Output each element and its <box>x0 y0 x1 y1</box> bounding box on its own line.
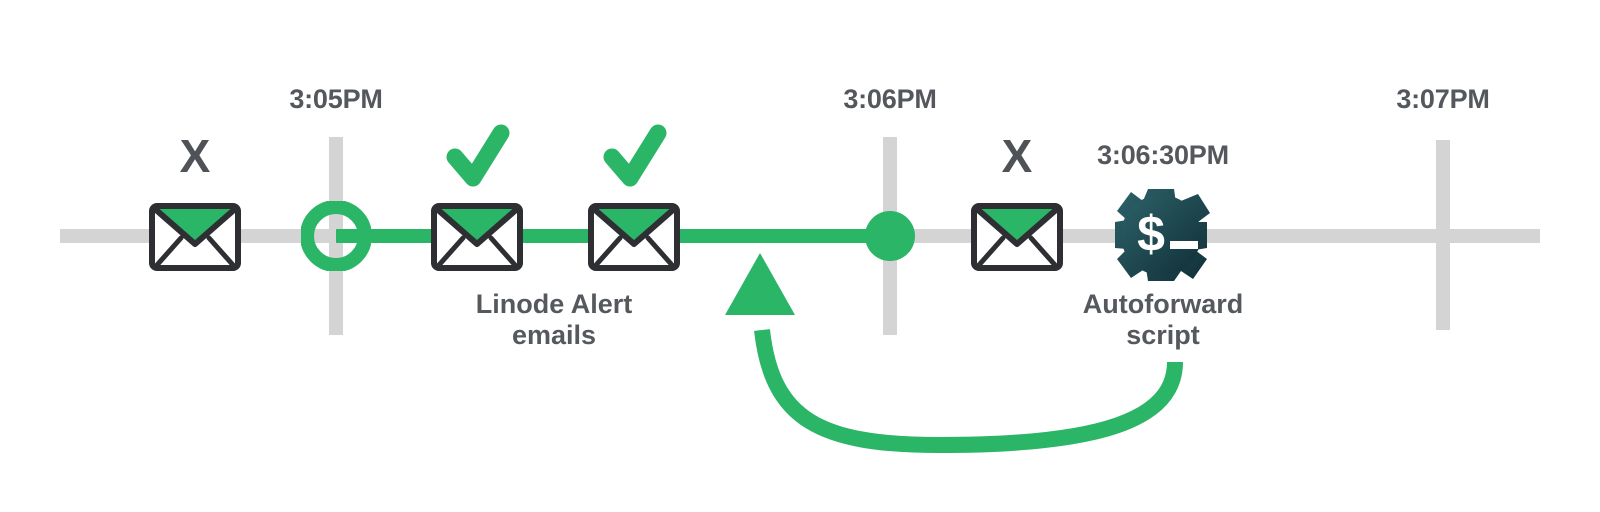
envelope-flap <box>977 209 1057 244</box>
envelope-crease-right <box>488 235 518 268</box>
tick-label-307pm: 3:07PM <box>1396 84 1490 114</box>
envelope-flap-outline <box>591 206 677 247</box>
tick-mark-307pm <box>1436 140 1450 330</box>
envelope-crease-right <box>645 235 675 268</box>
ring-marker-circle <box>300 200 372 272</box>
envelope-delivered-2 <box>588 203 680 271</box>
envelope-crease-left <box>436 235 466 268</box>
autoforward-feedback-arrow <box>725 253 1183 454</box>
envelope-crease-right <box>206 235 236 268</box>
tick-label-30630pm: 3:06:30PM <box>1097 140 1229 170</box>
envelope-delivered-1 <box>431 203 523 271</box>
envelope-failed-1 <box>149 203 241 271</box>
envelope-failed-2 <box>971 203 1063 271</box>
feedback-arrow-curve <box>754 329 1183 454</box>
timeline-ticks <box>329 137 1450 335</box>
gear-body <box>1121 195 1201 275</box>
x-mark-icon-2: X <box>1001 130 1033 182</box>
envelope-flap-outline <box>974 206 1060 247</box>
autoforward-script-label: Autoforward script <box>1082 289 1244 350</box>
envelope-flap <box>437 209 517 244</box>
x-mark-icon-1: X <box>179 130 211 182</box>
tick-label-306pm: 3:06PM <box>843 84 937 114</box>
envelope-flap <box>594 209 674 244</box>
envelope-flap-outline <box>152 206 238 247</box>
check-mark-icon-1 <box>446 124 510 187</box>
ring-marker-305pm <box>300 200 372 272</box>
envelope-flap-outline <box>434 206 520 247</box>
gear-cursor-glyph <box>1170 241 1198 249</box>
envelope-crease-left <box>593 235 623 268</box>
tick-label-305pm: 3:05PM <box>289 84 383 114</box>
gear-dollar-glyph: $ <box>1137 206 1165 262</box>
dot-marker-306pm <box>865 211 915 261</box>
envelope-crease-left <box>154 235 184 268</box>
envelope-flap <box>155 209 235 244</box>
gear-icon: $ <box>1115 189 1210 281</box>
linode-alert-emails-label: Linode Alert emails <box>475 289 633 350</box>
envelope-crease-left <box>976 235 1006 268</box>
envelope-crease-right <box>1028 235 1058 268</box>
feedback-arrow-head <box>725 253 795 315</box>
check-mark-icon-2 <box>603 124 667 187</box>
